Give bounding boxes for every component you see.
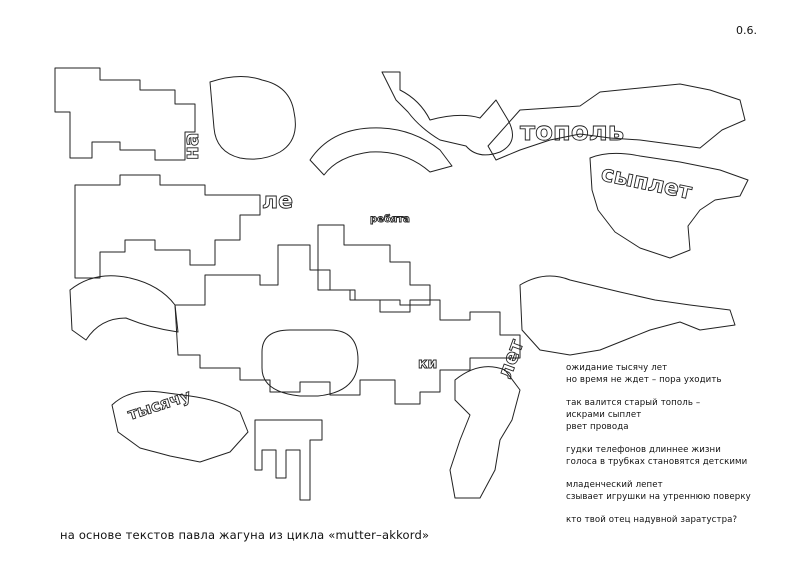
poem-stanza: кто твой отец надувной заратустра?: [566, 514, 776, 526]
poem-line: голоса в трубках становятся детскими: [566, 457, 748, 467]
right-wing: [589, 152, 749, 259]
page-number: 0.6.: [736, 24, 757, 37]
poem-line: рвет провода: [566, 422, 629, 432]
fragment-let: лет: [492, 336, 528, 382]
poem-block: ожидание тысячу лет но время не ждет – п…: [566, 362, 776, 537]
poem-stanza: ожидание тысячу лет но время не ждет – п…: [566, 362, 776, 386]
central-body-outline: [174, 244, 521, 405]
typographic-map: на тополь ле сыплет лет ки ребята тысячу: [54, 67, 749, 501]
poem-line: искрами сыплет: [566, 410, 642, 420]
bottom-center-comb: [254, 419, 323, 501]
poem-stanza: младенческий лепет сзывает игрушки на ут…: [566, 479, 776, 503]
top-right-band: [487, 83, 746, 161]
poem-stanza: так валится старый тополь – искрами сыпл…: [566, 397, 776, 433]
fragment-le: ле: [262, 189, 293, 214]
fragment-syplet: сыплет: [599, 161, 694, 205]
fragment-na: на: [179, 133, 203, 160]
top-wave: [381, 71, 513, 156]
fragment-tysyachu: тысячу: [125, 385, 193, 423]
top-center-cup: [209, 76, 296, 160]
fragment-rebyata: ребята: [370, 213, 410, 225]
top-left-cluster: [54, 67, 196, 161]
fragment-ki: ки: [418, 356, 437, 372]
left-arm: [69, 275, 179, 341]
upper-left-block: [74, 174, 261, 279]
poem-line: сзывает игрушки на утреннюю поверку: [566, 492, 751, 502]
poem-line: так валится старый тополь –: [566, 398, 701, 408]
middle-column: [317, 224, 431, 306]
right-claw: [519, 275, 736, 356]
bottom-left-cluster: [111, 390, 249, 463]
poem-stanza: гудки телефонов длиннее жизни голоса в т…: [566, 444, 776, 468]
bulb-outline: [261, 329, 359, 397]
poem-line: младенческий лепет: [566, 480, 663, 490]
arc-creature: [309, 127, 453, 176]
poem-line: гудки телефонов длиннее жизни: [566, 445, 721, 455]
poem-line: кто твой отец надувной заратустра?: [566, 515, 738, 525]
bottom-right-tail: [449, 366, 521, 499]
fragment-topol: тополь: [520, 117, 624, 147]
poem-line: ожидание тысячу лет: [566, 363, 668, 373]
poem-line: но время не ждет – пора уходить: [566, 375, 722, 385]
caption: на основе текстов павла жагуна из цикла …: [60, 528, 430, 542]
